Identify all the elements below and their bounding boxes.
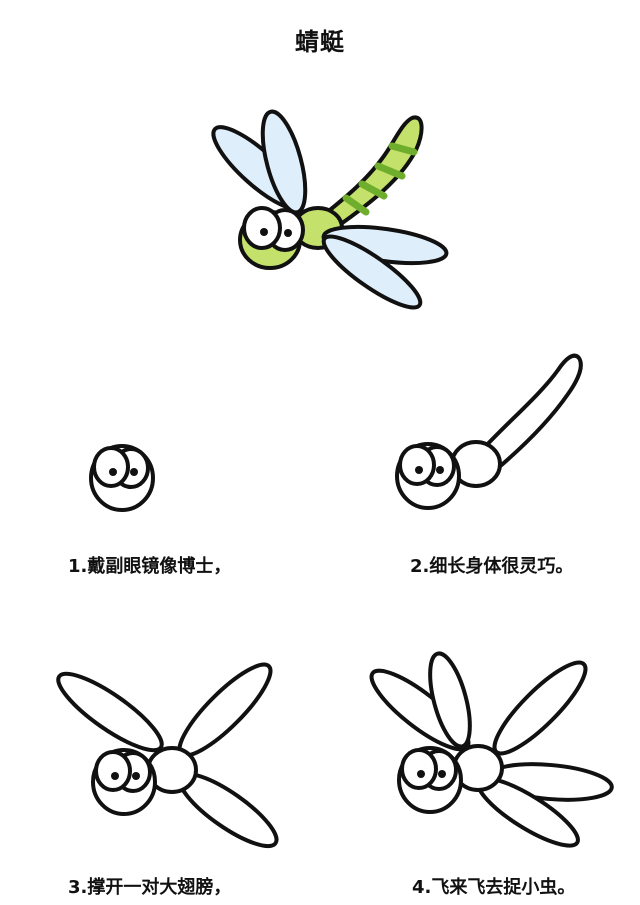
step2-tail — [480, 353, 583, 470]
colored-pupil — [284, 229, 292, 237]
step-3-caption: 3.撑开一对大翅膀， — [68, 877, 232, 898]
colored-pupil — [260, 228, 268, 236]
tail-stripe — [342, 194, 370, 216]
step-4-caption: 4.飞来飞去捉小虫。 — [412, 877, 576, 898]
step4-wing-upper-middle — [428, 651, 472, 749]
colored-wing-upper-right — [260, 109, 308, 215]
step-1-drawing — [89, 444, 155, 512]
step-4-drawing — [369, 651, 614, 848]
step2-pupil — [436, 466, 444, 474]
step-3-drawing — [56, 662, 279, 849]
step4-wing-upper-right — [492, 660, 588, 756]
step1-pupil — [109, 468, 117, 476]
step2-eye-front — [398, 444, 436, 486]
step4-eye-front — [400, 748, 438, 790]
tail-stripe — [388, 142, 418, 156]
step-2-caption: 2.细长身体很灵巧。 — [410, 556, 574, 577]
step3-eye-front — [94, 750, 132, 792]
step1-eye-front — [92, 446, 130, 488]
page-title: 蜻蜓 — [295, 28, 345, 56]
step3-pupil — [132, 772, 140, 780]
step4-pupil — [417, 770, 425, 778]
step2-pupil — [415, 466, 423, 474]
colored-eye-front — [242, 206, 282, 250]
step3-wing-upper-right — [177, 662, 273, 758]
step-2-drawing — [395, 353, 583, 510]
colored-tail — [318, 115, 424, 228]
step4-pupil — [438, 770, 446, 778]
tail-stripe — [358, 180, 388, 200]
step1-pupil — [130, 468, 138, 476]
step-1-caption: 1.戴副眼镜像博士， — [68, 556, 232, 577]
colored-dragonfly-illustration — [211, 109, 449, 310]
colored-wing-lower-middle — [321, 234, 423, 310]
step3-wing-upper-left — [56, 671, 164, 753]
step3-pupil — [111, 772, 119, 780]
tail-stripe — [374, 162, 406, 180]
